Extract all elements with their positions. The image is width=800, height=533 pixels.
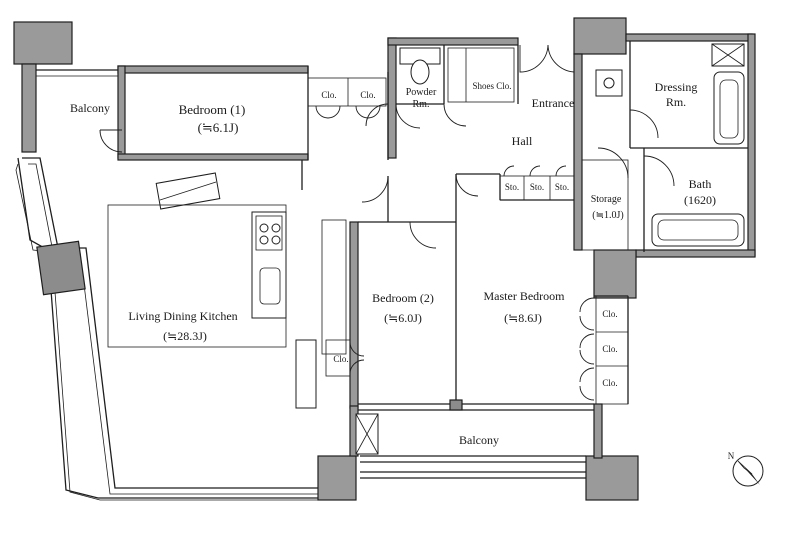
bath-fixtures [643, 155, 745, 247]
label-master-size: (≒8.6J) [504, 311, 542, 325]
master-closets [579, 295, 629, 405]
label-clo-m2: Clo. [602, 344, 617, 354]
shoes-closet-fixtures [443, 47, 515, 127]
label-sto-3: Sto. [555, 182, 569, 192]
compass-label: N [728, 451, 735, 461]
label-bath: Bath [689, 177, 712, 191]
label-powder-rm: Rm. [413, 99, 430, 110]
label-dressing-rm: Rm. [666, 95, 686, 109]
bedroom2-closet [325, 339, 365, 377]
label-balcony-bottom: Balcony [459, 433, 499, 447]
bedroom1-closets [307, 77, 387, 119]
hall-doors [99, 103, 479, 249]
label-bedroom2-size: (≒6.0J) [384, 311, 422, 325]
entrance-doors [519, 44, 623, 97]
interior-walls [301, 41, 748, 479]
label-clo-1: Clo. [321, 90, 336, 100]
storage-room [581, 159, 629, 251]
powder-room-fixtures [395, 47, 441, 129]
label-dressing: Dressing [655, 80, 698, 94]
label-clo-b2: Clo. [333, 354, 348, 364]
label-bedroom1: Bedroom (1) [179, 102, 246, 117]
dressing-fixtures [597, 43, 745, 179]
label-storage-size: (≒1.0J) [592, 210, 623, 221]
label-clo-m1: Clo. [602, 309, 617, 319]
label-shoes-clo: Shoes Clo. [472, 81, 511, 91]
kitchen-island [107, 172, 347, 409]
label-storage: Storage [591, 194, 622, 205]
compass-icon: N [728, 451, 764, 487]
label-powder: Powder [406, 87, 437, 98]
exterior-walls [117, 17, 756, 501]
top-left-balcony [13, 21, 122, 153]
label-entrance: Entrance [532, 96, 575, 110]
label-clo-2: Clo. [360, 90, 375, 100]
label-ldk: Living Dining Kitchen [128, 309, 237, 323]
label-bath-size: (1620) [684, 193, 716, 207]
label-balcony-top: Balcony [70, 101, 110, 115]
label-sto-1: Sto. [505, 182, 519, 192]
label-hall: Hall [512, 134, 533, 148]
hall-storage-units [499, 165, 575, 201]
label-master: Master Bedroom [484, 289, 566, 303]
balcony-pillar-left [36, 240, 86, 296]
balcony-window-sashes [355, 399, 463, 455]
label-bedroom1-size: (≒6.1J) [198, 120, 239, 135]
label-clo-m3: Clo. [602, 378, 617, 388]
label-bedroom2: Bedroom (2) [372, 291, 434, 305]
label-ldk-size: (≒28.3J) [163, 329, 207, 343]
label-sto-2: Sto. [530, 182, 544, 192]
